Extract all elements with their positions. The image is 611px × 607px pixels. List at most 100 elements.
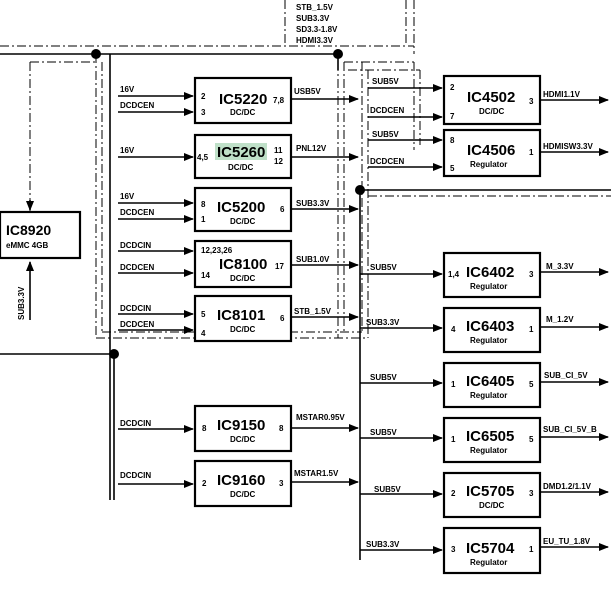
ic5704-pin-in: 3 <box>451 545 456 554</box>
ic6405-output: SUB_CI_5V <box>544 371 588 380</box>
ic5704-type: Regulator <box>470 558 507 567</box>
ic5220-name: IC5220 <box>219 91 267 108</box>
ic8101-pin-b: 4 <box>201 329 206 338</box>
ic8100-pin-out: 17 <box>275 262 284 271</box>
top-label-2: SUB3.3V <box>296 14 330 23</box>
ic6405-type: Regulator <box>470 391 507 400</box>
block-ic5705: SUB5V 2 IC5705 DC/DC 3 DMD1.2/1.1V <box>360 471 609 519</box>
ic4502-pin-a: 2 <box>450 83 455 92</box>
ic6402-output: M_3.3V <box>546 262 574 271</box>
block-ic6403: SUB3.3V 4 IC6403 Regulator 1 M_1.2V <box>360 306 609 354</box>
ic5705-name: IC5705 <box>466 483 514 500</box>
block-ic8101: DCDCIN DCDCEN 5 4 IC8101 DC/DC 6 STB_1.5… <box>118 294 359 343</box>
ic6405-pin-out: 5 <box>529 380 534 389</box>
ic6505-pin-in: 1 <box>451 435 456 444</box>
top-label-3: SD3.3-1.8V <box>296 25 338 34</box>
ic8101-pin-a: 5 <box>201 310 206 319</box>
ic4506-in1: SUB5V <box>372 130 399 139</box>
ic6403-name: IC6403 <box>466 318 514 335</box>
ic5260-type: DC/DC <box>228 163 254 172</box>
ic6402-name: IC6402 <box>466 264 514 281</box>
ic4506-output: HDMISW3.3V <box>543 142 593 151</box>
ic4502-pin-out: 3 <box>529 97 534 106</box>
ic5260-pin-in: 4,5 <box>197 153 209 162</box>
ic5200-in2: DCDCEN <box>120 208 154 217</box>
ic5260-pin-out1: 11 <box>274 146 283 155</box>
block-ic9160: DCDCIN 2 IC9160 DC/DC 3 MSTAR1.5V <box>118 459 359 508</box>
solid-rails <box>0 49 611 560</box>
ic5705-type: DC/DC <box>479 501 505 510</box>
ic8100-name: IC8100 <box>219 256 267 273</box>
ic5220-output: USB5V <box>294 87 321 96</box>
ic9150-output: MSTAR0.95V <box>296 413 345 422</box>
block-ic9150: DCDCIN 8 IC9150 DC/DC 8 MSTAR0.95V <box>118 404 359 453</box>
ic9150-pin-in: 8 <box>202 424 207 433</box>
block-ic4502: SUB5V DCDCEN 2 7 IC4502 DC/DC 3 HDMI1.1V <box>368 74 609 126</box>
ic5705-pin-out: 3 <box>529 489 534 498</box>
ic5200-pin-b: 1 <box>201 215 206 224</box>
ic6405-name: IC6405 <box>466 373 514 390</box>
ic8100-in1: DCDCIN <box>120 241 151 250</box>
ic8100-output: SUB1.0V <box>296 255 330 264</box>
junction-dot <box>91 49 101 59</box>
ic4506-pin-out: 1 <box>529 148 534 157</box>
ic4506-name: IC4506 <box>467 142 515 159</box>
ic6402-pin-in: 1,4 <box>448 270 460 279</box>
ic8101-in1: DCDCIN <box>120 304 151 313</box>
top-net-labels: STB_1.5V SUB3.3V SD3.3-1.8V HDMI3.3V <box>296 3 338 45</box>
block-ic5704: SUB3.3V 3 IC5704 Regulator 1 EU_TU_1.8V <box>360 526 609 575</box>
ic8101-output: STB_1.5V <box>294 307 332 316</box>
ic6403-pin-out: 1 <box>529 325 534 334</box>
ic4502-name: IC4502 <box>467 89 515 106</box>
ic6402-pin-out: 3 <box>529 270 534 279</box>
top-label-1: STB_1.5V <box>296 3 334 12</box>
ic8101-type: DC/DC <box>230 325 256 334</box>
ic9160-name: IC9160 <box>217 472 265 489</box>
ic4506-in2: DCDCEN <box>370 157 404 166</box>
ic8100-pin-b: 14 <box>201 271 210 280</box>
block-ic6405: SUB5V 1 IC6405 Regulator 5 SUB_CI_5V <box>360 361 609 409</box>
emmc-sub: eMMC 4GB <box>6 241 48 250</box>
ic5704-name: IC5704 <box>466 540 515 557</box>
ic6505-type: Regulator <box>470 446 507 455</box>
ic5705-pin-in: 2 <box>451 489 456 498</box>
ic5704-pin-out: 1 <box>529 545 534 554</box>
block-ic8100: DCDCIN DCDCEN 12,23,26 14 IC8100 DC/DC 1… <box>118 239 359 289</box>
ic5220-type: DC/DC <box>230 108 256 117</box>
ic5220-pin-out: 7,8 <box>273 96 285 105</box>
top-label-4: HDMI3.3V <box>296 36 334 45</box>
ic5260-highlight <box>215 143 267 160</box>
ic4506-type: Regulator <box>470 160 507 169</box>
ic6405-pin-in: 1 <box>451 380 456 389</box>
block-ic5220: 16V DCDCEN 2 3 IC5220 DC/DC 7,8 USB5V <box>118 76 359 125</box>
ic4506-pin-a: 8 <box>450 136 455 145</box>
block-ic6402: SUB5V 1,4 IC6402 Regulator 3 M_3.3V <box>360 251 609 299</box>
ic5704-in1: SUB3.3V <box>366 540 400 549</box>
ic5200-name: IC5200 <box>217 199 265 216</box>
ic6505-pin-out: 5 <box>529 435 534 444</box>
ic5200-pin-out: 6 <box>280 205 285 214</box>
ic8101-name: IC8101 <box>217 307 265 324</box>
ic5200-type: DC/DC <box>230 217 256 226</box>
ic6405-in1: SUB5V <box>370 373 397 382</box>
ic4502-pin-b: 7 <box>450 112 455 121</box>
ic5200-in1: 16V <box>120 192 135 201</box>
ic5220-pin-b: 3 <box>201 108 206 117</box>
ic5260-name: IC5260 <box>217 144 265 161</box>
ic4502-in2: DCDCEN <box>370 106 404 115</box>
ic5704-output: EU_TU_1.8V <box>543 537 591 546</box>
ic5200-output: SUB3.3V <box>296 199 330 208</box>
ic6505-name: IC6505 <box>466 428 514 445</box>
ic6403-type: Regulator <box>470 336 507 345</box>
ic6402-in1: SUB5V <box>370 263 397 272</box>
ic6505-output: SUB_CI_5V_B <box>543 425 597 434</box>
ic9150-type: DC/DC <box>230 435 256 444</box>
emmc-block: IC8920 eMMC 4GB SUB3.3V <box>0 200 82 320</box>
ic5220-pin-a: 2 <box>201 92 206 101</box>
junction-dot <box>355 185 365 195</box>
ic5220-in2: DCDCEN <box>120 101 154 110</box>
ic4506-pin-b: 5 <box>450 164 455 173</box>
ic9150-in1: DCDCIN <box>120 419 151 428</box>
ic5705-output: DMD1.2/1.1V <box>543 482 592 491</box>
ic5260-in1: 16V <box>120 146 135 155</box>
